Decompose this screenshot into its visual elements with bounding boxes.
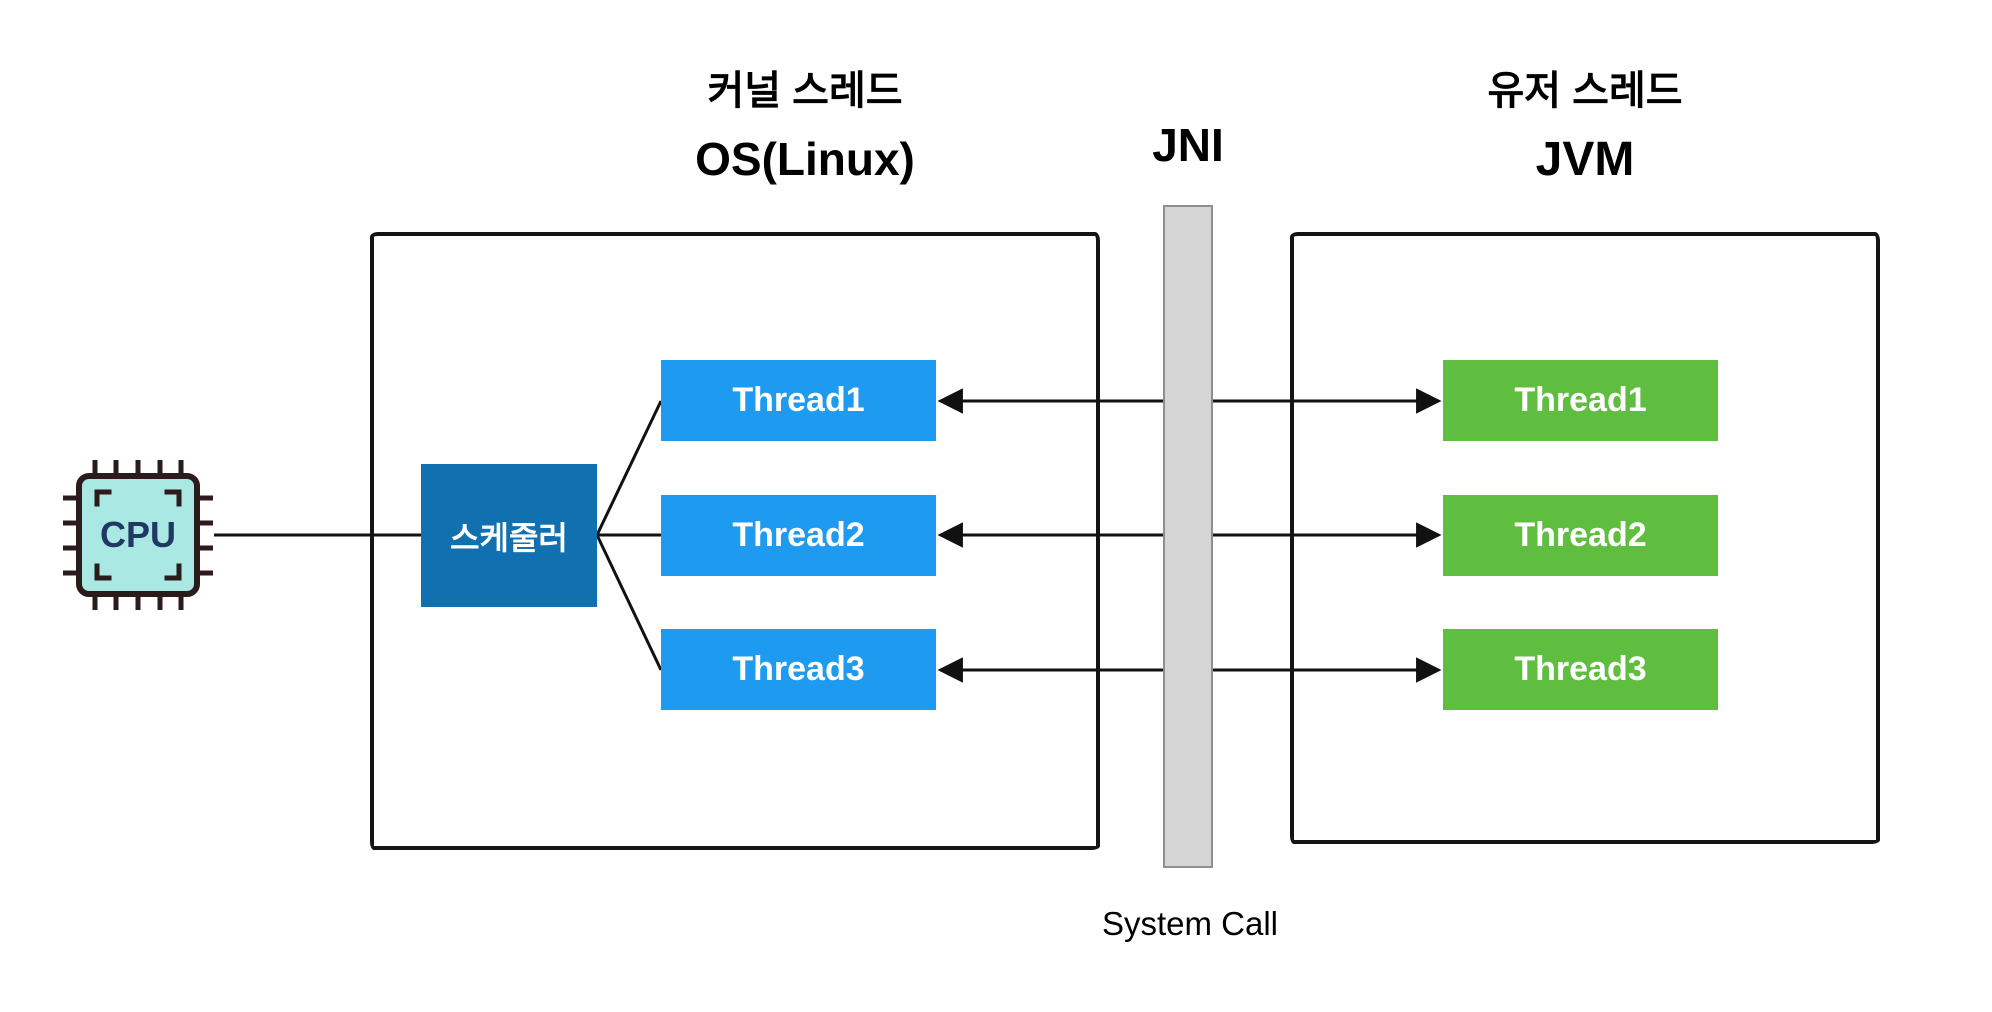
scheduler-box: 스케줄러 xyxy=(421,464,597,607)
kernel-thread-2: Thread2 xyxy=(661,495,936,576)
kernel-thread-3: Thread3 xyxy=(661,629,936,710)
jvm-title: JVM xyxy=(1535,133,1635,186)
cpu-chip-icon: CPU xyxy=(55,452,221,618)
jni-title: JNI xyxy=(1152,119,1224,171)
jni-system-call-bar xyxy=(1163,205,1213,868)
scheduler-thread3-line xyxy=(595,534,663,671)
os-linux-title: OS(Linux) xyxy=(695,133,915,185)
kernel-thread-1: Thread1 xyxy=(661,360,936,441)
user-thread-2: Thread2 xyxy=(1443,495,1718,576)
user-thread-1: Thread1 xyxy=(1443,360,1718,441)
system-call-label: System Call xyxy=(1101,905,1279,942)
user-thread-title: 유저 스레드 xyxy=(1487,69,1683,113)
cpu-label: CPU xyxy=(100,514,176,555)
scheduler-thread1-line xyxy=(595,400,663,536)
kernel-thread-title: 커널 스레드 xyxy=(707,69,903,113)
user-thread-3: Thread3 xyxy=(1443,629,1718,710)
